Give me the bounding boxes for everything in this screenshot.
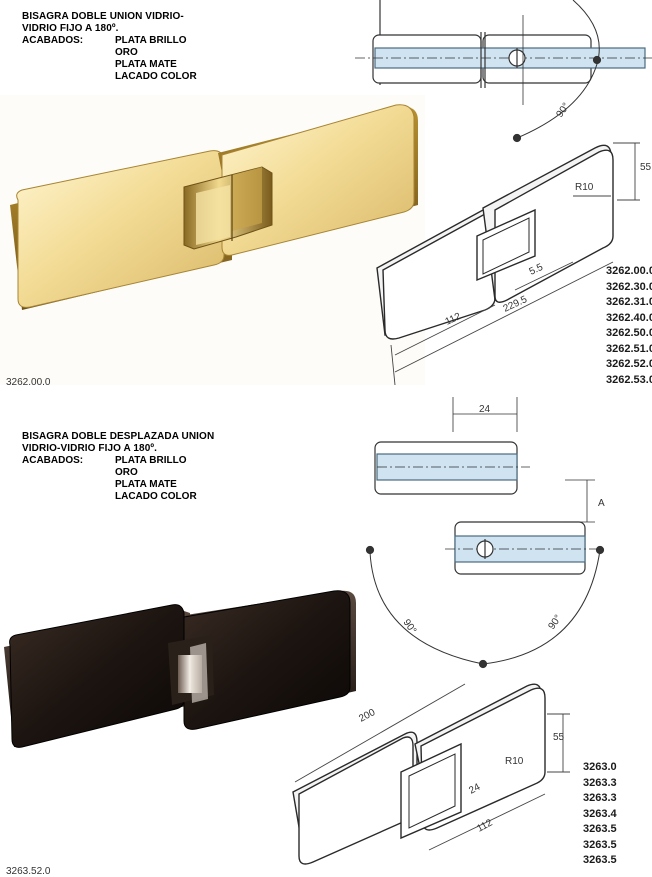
top-technical-drawing: 90° 55 R10 5.5 112 229.5 bbox=[355, 0, 652, 386]
top-photo-ref: 3262.00.0 bbox=[6, 377, 51, 388]
bottom-code: 3263.4 bbox=[583, 807, 617, 820]
top-dim-height: 55 bbox=[640, 162, 652, 173]
bottom-code: 3263.5 bbox=[583, 838, 617, 851]
gold-hinge-photo bbox=[0, 95, 425, 385]
black-hinge-photo bbox=[4, 590, 356, 748]
top-code: 3262.51.0 bbox=[606, 342, 652, 355]
top-dim-radius: R10 bbox=[575, 182, 594, 193]
bottom-code: 3263.0 bbox=[583, 761, 617, 773]
bottom-finishes-label: ACABADOS: bbox=[22, 455, 84, 466]
top-code: 3262.40.0 bbox=[606, 311, 652, 324]
top-section: BISAGRA DOBLE UNION VIDRIO- VIDRIO FIJO … bbox=[0, 0, 652, 392]
top-code: 3262.31.0 bbox=[606, 296, 652, 308]
bottom-finish-item: LACADO COLOR bbox=[115, 491, 197, 502]
bottom-technical-drawing: 24 A 90° 90° 200 55 R10 24 112 bbox=[292, 397, 605, 865]
top-code: 3262.00.0 bbox=[606, 265, 652, 277]
bottom-title-line-1: BISAGRA DOBLE DESPLAZADA UNION bbox=[22, 431, 215, 442]
bottom-code: 3263.3 bbox=[583, 792, 617, 804]
top-title-line-2: VIDRIO FIJO A 180º. bbox=[22, 23, 119, 34]
bottom-angle-right: 90° bbox=[546, 613, 564, 632]
top-code: 3262.50.0 bbox=[606, 327, 652, 339]
bottom-photo-ref: 3263.52.0 bbox=[6, 866, 51, 877]
top-finish-item: LACADO COLOR bbox=[115, 71, 197, 82]
bottom-dim-radius: R10 bbox=[505, 756, 524, 767]
top-title-line-1: BISAGRA DOBLE UNION VIDRIO- bbox=[22, 11, 184, 22]
top-dim-offset: 5.5 bbox=[528, 262, 546, 278]
bottom-code: 3263.5 bbox=[583, 823, 617, 835]
top-code: 3262.52.0 bbox=[606, 358, 652, 370]
top-finish-item: PLATA BRILLO bbox=[115, 35, 187, 46]
top-code: 3262.53.0 bbox=[606, 373, 652, 386]
bottom-dim-top-width: 24 bbox=[479, 404, 491, 415]
bottom-dim-offset-label: A bbox=[598, 498, 605, 509]
bottom-dim-inner: 24 bbox=[467, 782, 482, 797]
bottom-section: BISAGRA DOBLE DESPLAZADA UNION VIDRIO-VI… bbox=[0, 392, 652, 877]
bottom-finish-item: ORO bbox=[115, 467, 138, 478]
bottom-title: BISAGRA DOBLE DESPLAZADA UNION VIDRIO-VI… bbox=[22, 431, 214, 455]
top-finish-item: PLATA MATE bbox=[115, 59, 177, 70]
bottom-finish-item: PLATA BRILLO bbox=[115, 455, 187, 466]
bottom-dim-length: 200 bbox=[357, 707, 377, 725]
top-code: 3262.30.0 bbox=[606, 280, 652, 293]
top-angle-label: 90° bbox=[554, 101, 572, 120]
bottom-code: 3263.5 bbox=[583, 854, 617, 866]
bottom-finish-item: PLATA MATE bbox=[115, 479, 177, 490]
top-codes-list: 3262.00.0 3262.30.0 3262.31.0 3262.40.0 … bbox=[606, 264, 652, 388]
top-finishes-list: PLATA BRILLO ORO PLATA MATE LACADO COLOR bbox=[115, 35, 197, 83]
bottom-angle-left: 90° bbox=[401, 617, 419, 636]
bottom-codes-list: 3263.0 3263.3 3263.3 3263.4 3263.5 3263.… bbox=[583, 760, 617, 869]
bottom-code: 3263.3 bbox=[583, 776, 617, 789]
bottom-finishes-list: PLATA BRILLO ORO PLATA MATE LACADO COLOR bbox=[115, 455, 197, 503]
top-finishes-label: ACABADOS: bbox=[22, 35, 84, 46]
top-title: BISAGRA DOBLE UNION VIDRIO- VIDRIO FIJO … bbox=[22, 11, 184, 35]
top-finish-item: ORO bbox=[115, 47, 138, 58]
bottom-title-line-2: VIDRIO-VIDRIO FIJO A 180º. bbox=[22, 443, 157, 454]
bottom-dim-height: 55 bbox=[553, 732, 565, 743]
